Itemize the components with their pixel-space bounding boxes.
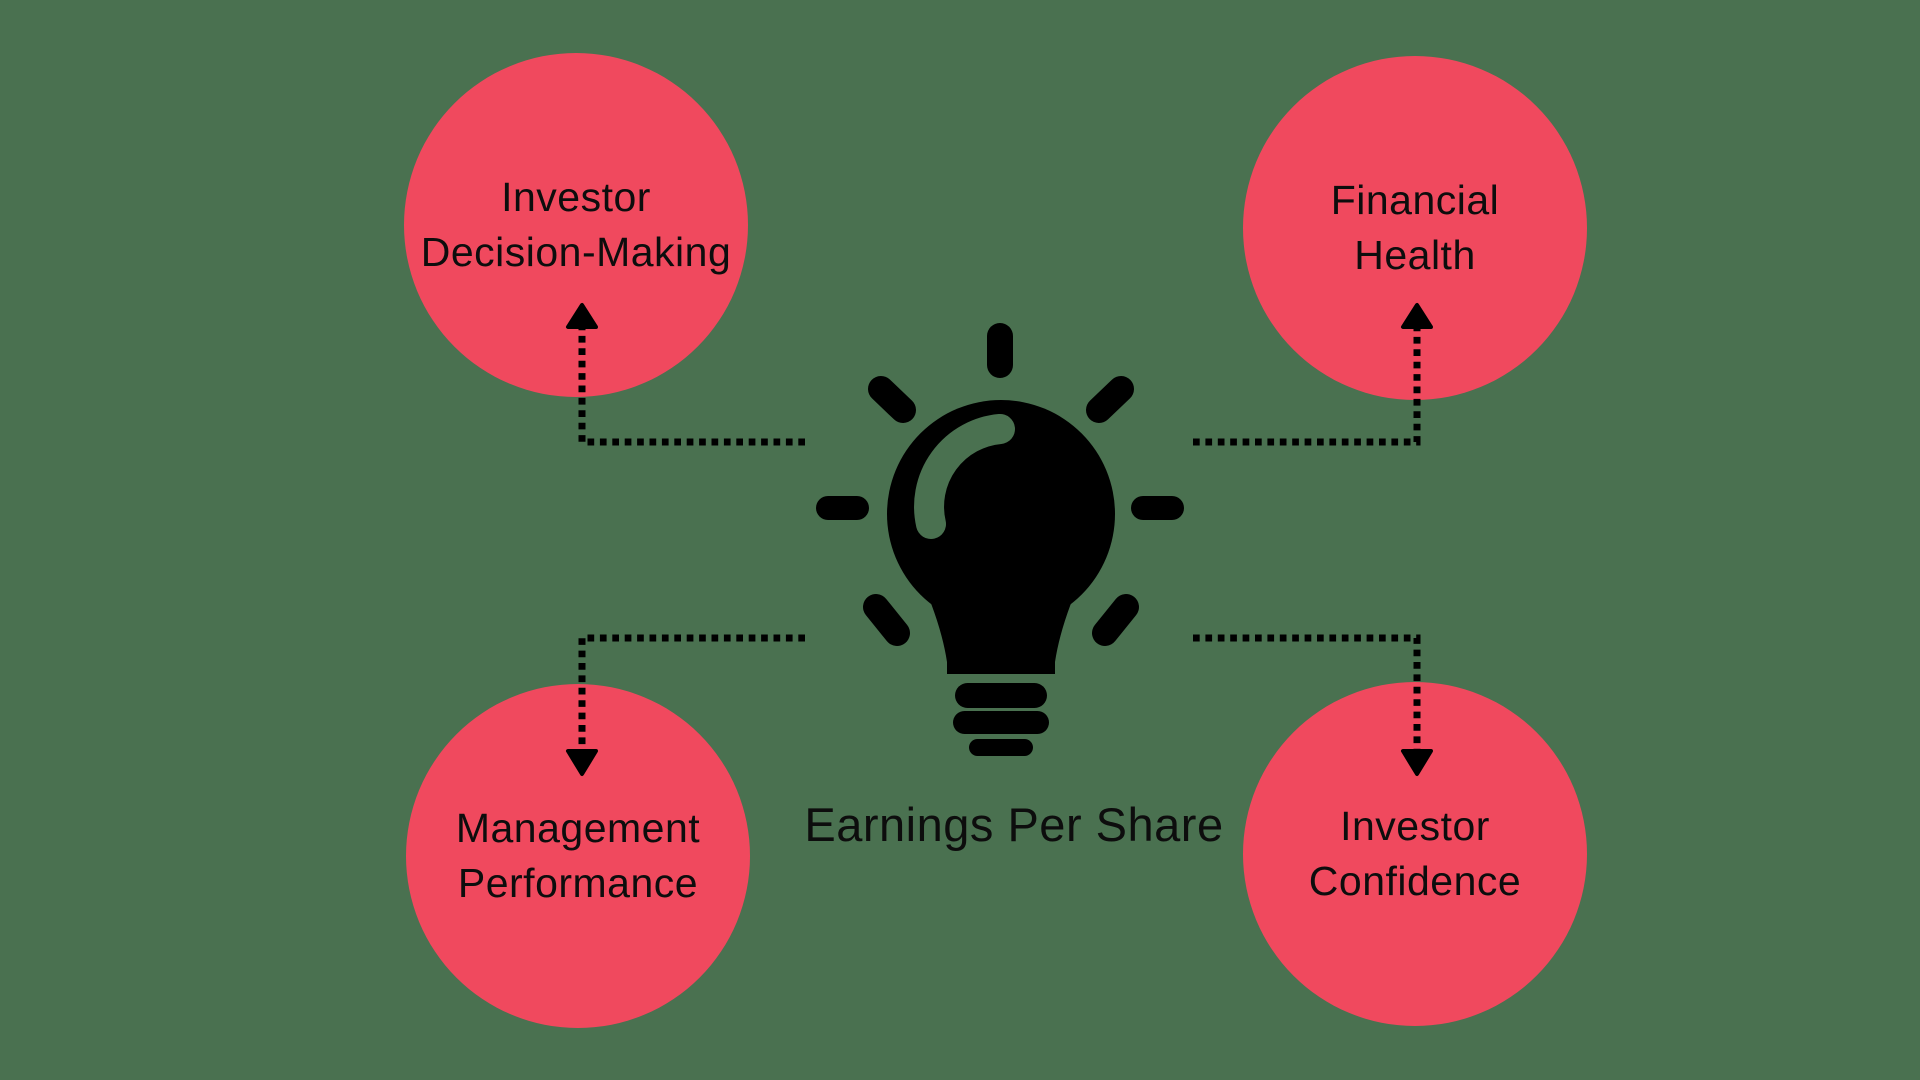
node-label: Investor Confidence (1309, 799, 1521, 909)
node-financial-health: Financial Health (1243, 56, 1587, 400)
diagram-title: Earnings Per Share (804, 798, 1224, 851)
node-label-line: Financial (1330, 177, 1500, 223)
node-label-line: Decision-Making (420, 229, 732, 275)
node-label-line: Investor (1340, 803, 1490, 849)
node-investor-decision-making: Investor Decision-Making (404, 53, 748, 397)
node-label: Investor Decision-Making (421, 170, 732, 280)
lightbulb-icon (816, 323, 1184, 756)
node-investor-confidence: Investor Confidence (1243, 682, 1587, 1026)
node-label-line: Management (455, 805, 701, 851)
node-label-line: Investor (501, 174, 651, 220)
node-label: Management Performance (456, 801, 700, 911)
node-label-line: Health (1354, 232, 1476, 278)
node-label: Financial Health (1331, 173, 1500, 283)
node-label-line: Confidence (1308, 858, 1522, 904)
node-label-line: Performance (457, 860, 699, 906)
node-management-performance: Management Performance (406, 684, 750, 1028)
